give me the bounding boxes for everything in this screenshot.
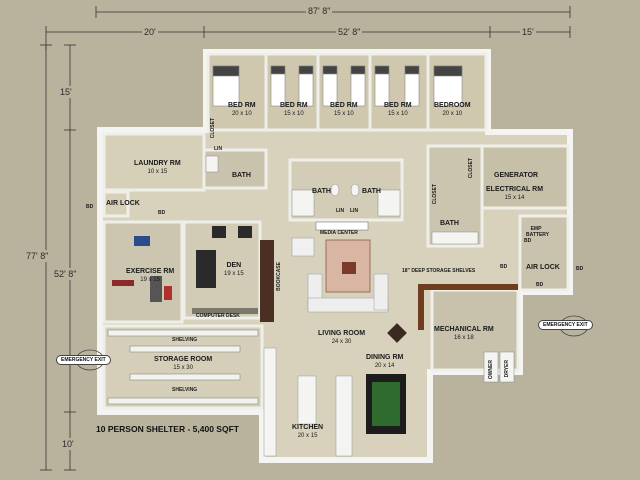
emergency-exit-right[interactable]: EMERGENCY EXIT (538, 320, 593, 330)
room-kitchen: KITCHEN 20 x 15 (292, 424, 323, 440)
room-size: 15 x 10 (283, 111, 304, 117)
dryer-label: DRYER (504, 360, 510, 378)
room-size: 15 x 30 (173, 365, 193, 371)
bd-mid-label: BD (158, 210, 166, 216)
bd-mech-label: BD (500, 264, 508, 270)
room-bed-1: BED RM 20 x 10 (228, 102, 256, 118)
bd-mid2-label: BD (536, 282, 544, 288)
dim-overall-height: 77' 8" (26, 250, 49, 262)
living-furniture (260, 221, 389, 322)
dim-overall-width: 87' 8" (306, 6, 333, 16)
kitchen-fixtures (263, 347, 353, 457)
room-laundry: LAUNDRY RM 10 x 15 (134, 160, 181, 176)
dim-left-bottom: 10' (62, 438, 74, 450)
room-name: KITCHEN (292, 424, 324, 431)
dining-table (366, 323, 407, 434)
room-bed-4: BED RM 15 x 10 (384, 102, 412, 118)
room-name: EXERCISE RM (126, 268, 175, 275)
storage-shelves-label: 18" DEEP STORAGE SHELVES (402, 268, 476, 274)
dim-left-top: 15' (60, 86, 72, 98)
room-exercise: EXERCISE RM 19 x 15 (126, 268, 174, 284)
room-bed-3: BED RM 15 x 10 (330, 102, 358, 118)
plan-caption: 10 PERSON SHELTER - 5,400 SQFT (96, 424, 239, 434)
dim-left-middle: 52' 8" (54, 268, 77, 280)
room-bath-center-2: BATH (362, 188, 381, 195)
room-size: 10 x 15 (147, 169, 168, 175)
bookcase-label: BOOKCASE (276, 262, 282, 291)
room-airlock-left: AIR LOCK (106, 200, 140, 207)
room-name: BED RM (280, 102, 308, 109)
computer-desk-label: COMPUTER DESK (196, 313, 240, 319)
room-name: STORAGE ROOM (154, 356, 213, 363)
exercise-equipment (112, 236, 172, 302)
bath-fixtures (205, 155, 479, 245)
room-size: 20 x 15 (297, 433, 318, 439)
room-living: LIVING ROOM 24 x 30 (318, 330, 365, 346)
closet-left-label: CLOSET (210, 118, 216, 139)
owner-label: OWNER (488, 360, 494, 380)
room-size: 20 x 10 (231, 111, 252, 117)
room-dining: DINING RM 20 x 14 (366, 354, 403, 370)
room-bed-2: BED RM 15 x 10 (280, 102, 308, 118)
room-emp-battery: EMP BATTERY (526, 226, 550, 238)
room-size: 20 x 10 (442, 111, 463, 117)
room-bath-left: BATH (232, 172, 251, 179)
room-airlock-right: AIR LOCK (526, 264, 560, 271)
bd-right-label: BD (576, 266, 584, 272)
room-floors (102, 52, 570, 410)
media-center-label: MEDIA CENTER (320, 230, 358, 236)
lin-center-2-label: LIN (350, 208, 359, 214)
room-size: 16 x 18 (454, 335, 474, 341)
lin-center-1-label: LIN (336, 208, 345, 214)
bd-emp-label: BD (524, 238, 532, 244)
room-electrical: ELECTRICAL RM 15 x 14 (486, 186, 543, 202)
dim-segment-right: 15' (520, 27, 536, 37)
room-mechanical: MECHANICAL RM 16 x 18 (434, 326, 494, 342)
room-name: BED RM (330, 102, 358, 109)
room-size: 15 x 10 (333, 111, 354, 117)
shelving-top-label: SHELVING (172, 337, 198, 343)
room-bedroom: BEDROOM 20 x 10 (434, 102, 471, 118)
room-size: 19 x 15 (224, 271, 244, 277)
bd-left-label: BD (86, 204, 94, 210)
beds (212, 65, 463, 107)
room-size: 19 x 15 (140, 277, 160, 283)
room-name: LAUNDRY RM (134, 160, 181, 167)
storage-shelving (107, 329, 259, 405)
room-name: BEDROOM (434, 102, 471, 109)
room-storage: STORAGE ROOM 15 x 30 (154, 356, 212, 372)
closet-center-label: CLOSET (432, 184, 438, 205)
room-bath-right: BATH (440, 220, 459, 227)
dim-segment-middle: 52' 8" (336, 27, 363, 37)
emergency-exit-left[interactable]: EMERGENCY EXIT (56, 355, 111, 365)
room-name: LIVING ROOM (318, 330, 366, 337)
room-name: MECHANICAL RM (434, 326, 494, 333)
den-furniture (192, 226, 258, 314)
room-name: DINING RM (366, 354, 404, 361)
room-name: DEN (226, 262, 242, 269)
room-size: 24 x 30 (331, 339, 352, 345)
room-size: 20 x 14 (374, 363, 395, 369)
room-name: ELECTRICAL RM (486, 186, 544, 193)
storage-shelves (418, 284, 518, 330)
room-size: 15 x 10 (387, 111, 408, 117)
mechanical-equipment (483, 351, 515, 383)
room-name: BED RM (228, 102, 256, 109)
lin-label: LIN (214, 146, 223, 152)
room-den: DEN 19 x 15 (224, 262, 244, 278)
shelving-bottom-label: SHELVING (172, 387, 198, 393)
room-name: BED RM (384, 102, 412, 109)
room-size: 15 x 14 (504, 195, 525, 201)
room-bath-center-1: BATH (312, 188, 331, 195)
closet-right-label: CLOSET (468, 158, 474, 179)
room-generator: GENERATOR (494, 172, 539, 179)
dim-segment-left: 20' (142, 27, 158, 37)
